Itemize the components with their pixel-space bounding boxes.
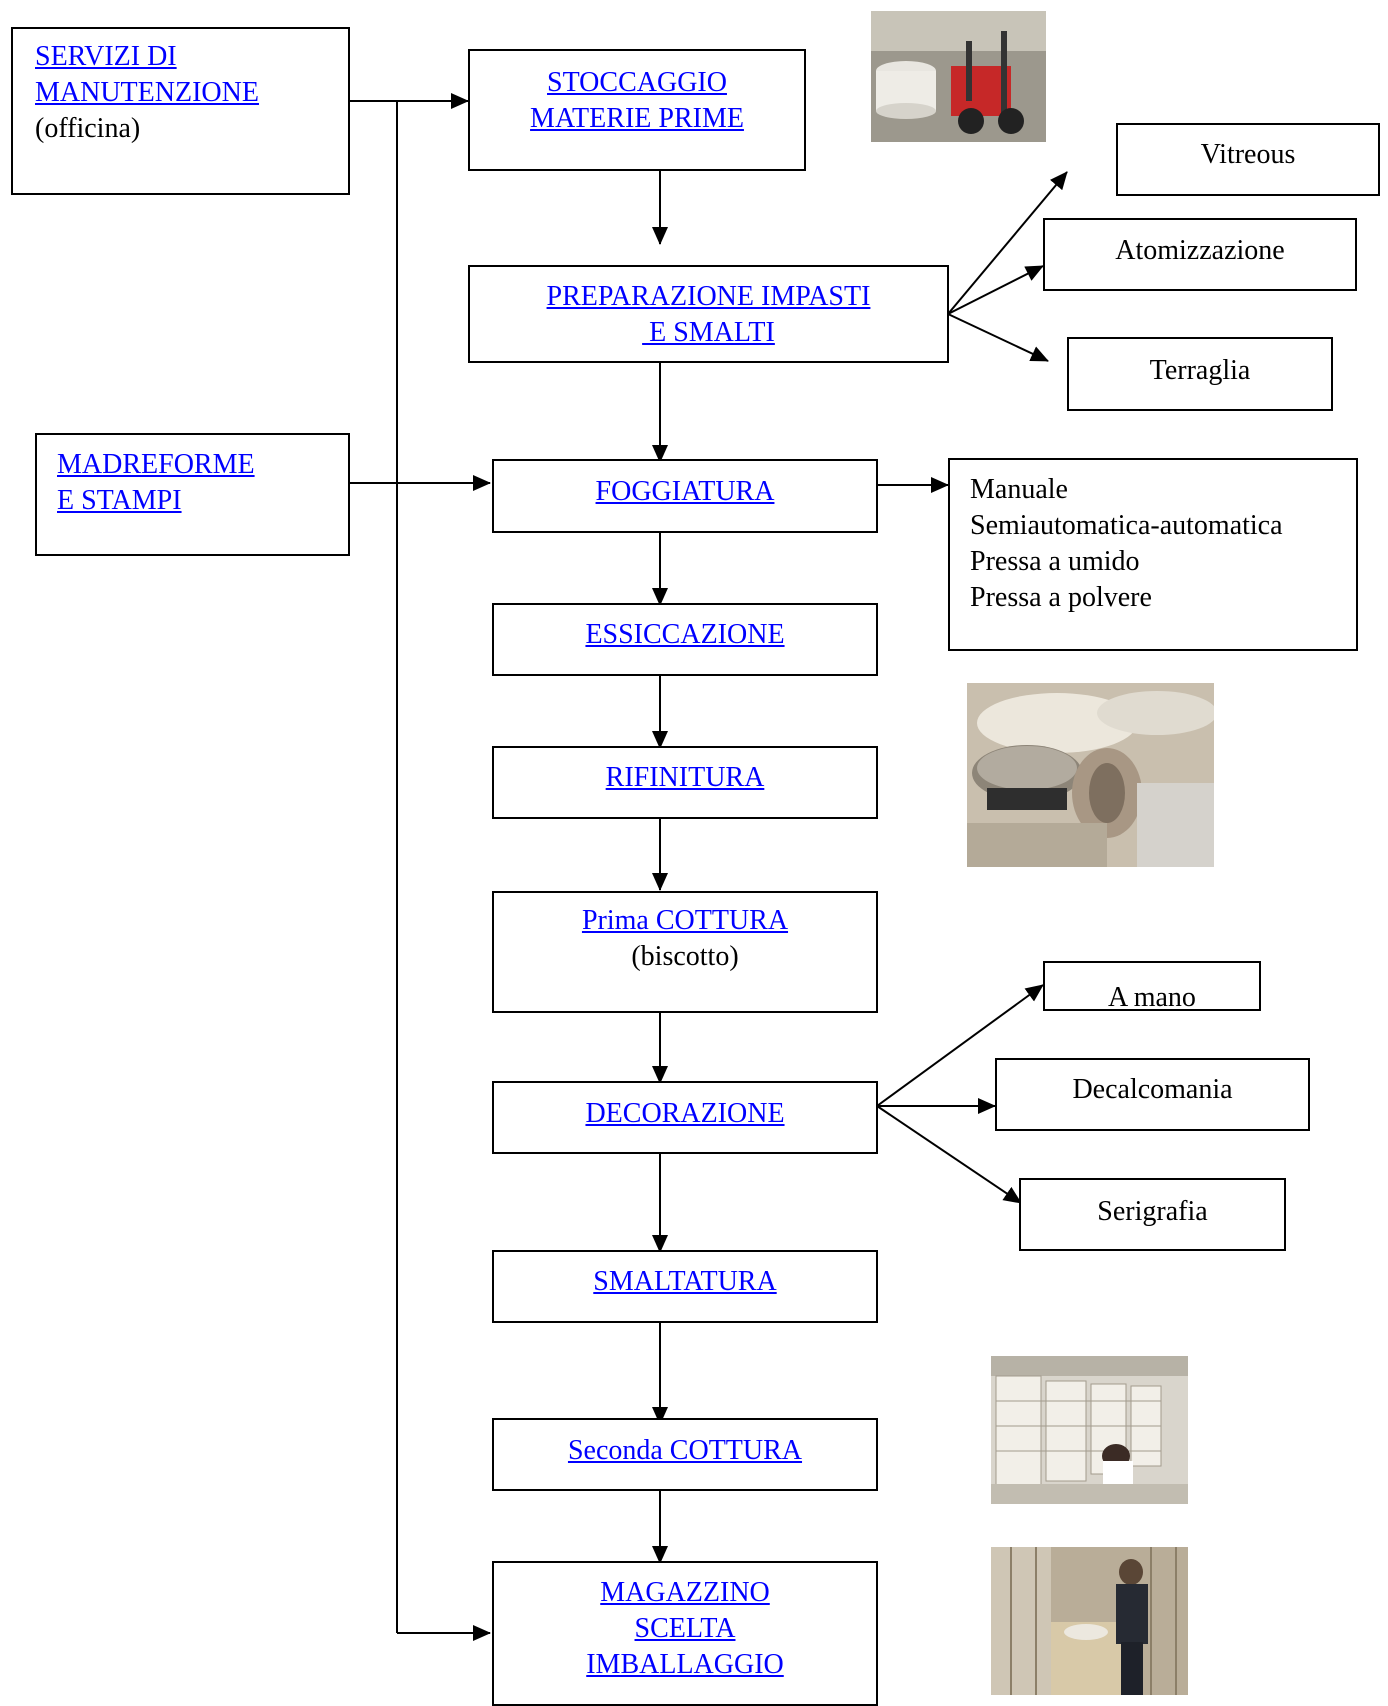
serigrafia-label: Serigrafia — [1097, 1196, 1208, 1227]
forklift-photo-art — [871, 11, 1046, 142]
essiccazione-link[interactable]: ESSICCAZIONE — [585, 619, 785, 650]
foggiatura-methods-box: Manuale Semiautomatica-automatica Pressa… — [948, 458, 1358, 651]
a-mano-label: A mano — [1108, 982, 1196, 1011]
servizi-manutenzione-box: SERVIZI DI MANUTENZIONE (officina) — [11, 27, 350, 195]
kiln-racks-photo-art — [991, 1356, 1188, 1504]
atomizzazione-label: Atomizzazione — [1115, 235, 1285, 266]
magazzino-link-line2[interactable]: SCELTA — [634, 1613, 736, 1644]
serigrafia-box: Serigrafia — [1019, 1178, 1286, 1251]
arrow-to-atomizzazione — [947, 265, 1044, 315]
foggiatura-link[interactable]: FOGGIATURA — [595, 476, 775, 507]
atomizzazione-box: Atomizzazione — [1043, 218, 1357, 291]
rifinitura-link[interactable]: RIFINITURA — [605, 762, 765, 793]
arrow-to-a-mano — [876, 984, 1044, 1107]
prima-cottura-link[interactable]: Prima COTTURA — [581, 905, 789, 936]
servizi-link-line1[interactable]: SERVIZI DI — [35, 41, 177, 72]
prima-cottura-box: Prima COTTURA (biscotto) — [492, 891, 878, 1013]
foggiatura-box: FOGGIATURA — [492, 459, 878, 533]
terraglia-label: Terraglia — [1149, 355, 1251, 386]
preparazione-box: PREPARAZIONE IMPASTI E SMALTI — [468, 265, 949, 363]
preparazione-link-line2[interactable]: E SMALTI — [642, 317, 775, 348]
decorazione-box: DECORAZIONE — [492, 1081, 878, 1154]
servizi-link-line2[interactable]: MANUTENZIONE — [35, 77, 259, 108]
arrow-to-terraglia — [947, 313, 1049, 362]
madreforme-link-line2[interactable]: E STAMPI — [57, 485, 182, 516]
finishing-machine-photo — [967, 683, 1214, 867]
rifinitura-box: RIFINITURA — [492, 746, 878, 819]
magazzino-link-line1[interactable]: MAGAZZINO — [600, 1577, 770, 1608]
warehouse-photo-art — [991, 1547, 1188, 1695]
smaltatura-box: SMALTATURA — [492, 1250, 878, 1323]
essiccazione-box: ESSICCAZIONE — [492, 603, 878, 676]
arrow-to-serigrafia — [876, 1105, 1022, 1204]
madreforme-link-line1[interactable]: MADREFORME — [57, 449, 255, 480]
magazzino-box: MAGAZZINO SCELTA IMBALLAGGIO — [492, 1561, 878, 1706]
seconda-cottura-box: Seconda COTTURA — [492, 1418, 878, 1491]
prima-cottura-note: (biscotto) — [631, 941, 739, 972]
arrow-to-vitreous — [947, 171, 1068, 315]
stoccaggio-link-line1[interactable]: STOCCAGGIO — [547, 67, 727, 98]
madreforme-box: MADREFORME E STAMPI — [35, 433, 350, 556]
decalcomania-box: Decalcomania — [995, 1058, 1310, 1131]
method-manuale: Manuale — [970, 474, 1068, 505]
method-pressa-umido: Pressa a umido — [970, 546, 1140, 577]
a-mano-box: A mano — [1043, 961, 1261, 1011]
forklift-photo — [871, 11, 1046, 142]
warehouse-photo — [991, 1547, 1188, 1695]
method-semiautomatica: Semiautomatica-automatica — [970, 510, 1283, 541]
kiln-racks-photo — [991, 1356, 1188, 1504]
preparazione-link-line1[interactable]: PREPARAZIONE IMPASTI — [546, 281, 871, 312]
seconda-cottura-link[interactable]: Seconda COTTURA — [567, 1435, 803, 1466]
finishing-machine-photo-art — [967, 683, 1214, 867]
method-pressa-polvere: Pressa a polvere — [970, 582, 1152, 613]
terraglia-box: Terraglia — [1067, 337, 1333, 411]
stoccaggio-box: STOCCAGGIO MATERIE PRIME — [468, 49, 806, 171]
decorazione-link[interactable]: DECORAZIONE — [585, 1098, 785, 1129]
vitreous-box: Vitreous — [1116, 123, 1380, 196]
stoccaggio-link-line2[interactable]: MATERIE PRIME — [530, 103, 744, 134]
magazzino-link-line3[interactable]: IMBALLAGGIO — [586, 1649, 784, 1680]
smaltatura-link[interactable]: SMALTATURA — [593, 1266, 777, 1297]
servizi-note: (officina) — [35, 113, 141, 144]
vitreous-label: Vitreous — [1200, 139, 1296, 170]
decalcomania-label: Decalcomania — [1072, 1074, 1233, 1105]
